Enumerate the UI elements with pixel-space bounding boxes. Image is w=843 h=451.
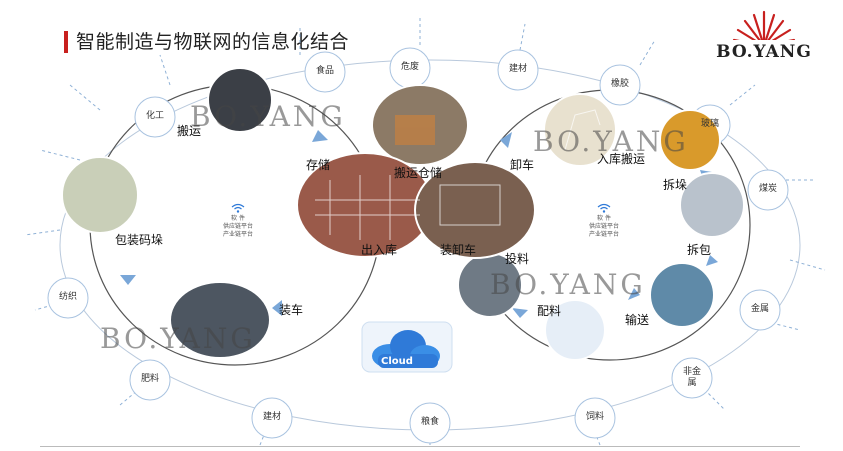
stage-label-batching: 配料 — [537, 304, 562, 318]
title-accent-bar — [64, 31, 68, 53]
stage-label-carry: 搬运 — [177, 124, 202, 138]
node-label-building-top: 建材 — [508, 64, 527, 74]
platform-right: 软 件 供应链平台 产业链平台 — [569, 203, 639, 239]
photo-robot-arm — [543, 93, 617, 167]
stage-label-stock-in-carry: 入库搬运 — [597, 152, 646, 166]
platform-left-line-1: 软 件 — [231, 215, 245, 222]
photo-convey — [649, 262, 715, 328]
page-title: 智能制造与物联网的信息化结合 — [76, 31, 350, 53]
stage-label-in-out: 出入库 — [361, 243, 398, 257]
node-label-hazardous: 危废 — [400, 62, 419, 72]
node-label-building-bottom: 建材 — [262, 412, 281, 422]
node-textile — [47, 277, 89, 319]
node-building-bottom — [251, 397, 293, 439]
node-label-metal: 金属 — [750, 304, 769, 314]
photo-circles — [61, 67, 745, 361]
stage-label-convey: 输送 — [625, 313, 650, 327]
photo-batching — [544, 299, 606, 361]
watermark-top: BO.YANG — [190, 100, 346, 133]
node-feed — [574, 397, 616, 439]
node-label-chemical: 化工 — [145, 111, 164, 121]
node-coal — [747, 169, 789, 211]
stage-label-unpack: 拆包 — [687, 243, 712, 257]
photo-palletize — [61, 156, 139, 234]
wifi-icon — [597, 203, 611, 213]
cloud-label: Cloud — [381, 356, 413, 367]
sunburst-logo-icon — [728, 10, 800, 48]
platform-left: 软 件 供应链平台 产业链平台 — [203, 203, 273, 239]
photo-loader — [414, 161, 536, 259]
node-metal — [739, 289, 781, 331]
bottom-divider — [40, 446, 800, 447]
node-label-rubber: 橡胶 — [610, 79, 629, 89]
node-nonmetal — [671, 357, 713, 399]
photo-destack — [659, 109, 721, 171]
node-building-top — [497, 49, 539, 91]
wifi-icon — [231, 203, 245, 213]
platform-right-line-2: 供应链平台 — [588, 223, 619, 230]
node-label-fertilizer: 肥料 — [140, 374, 159, 384]
node-rubber — [599, 64, 641, 106]
platform-right-line-1: 软 件 — [597, 215, 611, 222]
watermark-center: BO.YANG — [490, 268, 646, 301]
node-fertilizer — [129, 359, 171, 401]
node-label-nonmetal: 非金 属 — [682, 367, 701, 388]
node-label-feed: 饲料 — [585, 412, 604, 422]
stage-label-destack: 拆垛 — [663, 178, 688, 192]
platform-left-line-2: 供应链平台 — [222, 223, 253, 230]
photo-agv — [207, 67, 273, 133]
stage-label-feeding: 投料 — [505, 252, 530, 266]
watermark-right: BO.YANG — [533, 125, 689, 158]
stage-label-storage: 存储 — [306, 158, 331, 172]
logo-text: BO.YANG — [716, 42, 812, 62]
photo-details — [315, 109, 601, 240]
node-chemical — [134, 96, 176, 138]
photo-unpack — [679, 172, 745, 238]
node-label-grain: 粮食 — [420, 417, 439, 427]
stage-label-carry-storage: 搬运仓储 — [394, 166, 443, 180]
stage-label-unload: 卸车 — [510, 158, 535, 172]
platform-right-line-3: 产业链平台 — [588, 231, 619, 238]
node-label-coal: 煤炭 — [758, 184, 777, 194]
photo-truck-loading — [169, 281, 271, 359]
node-food — [304, 51, 346, 93]
watermark-bottom-left: BO.YANG — [100, 322, 256, 355]
stage-label-pack-stack: 包装码垛 — [115, 233, 164, 247]
node-label-glass: 玻璃 — [700, 119, 719, 129]
cloud-icon — [361, 321, 453, 373]
node-grain — [409, 402, 451, 444]
stage-label-load-unload: 装卸车 — [440, 243, 477, 257]
platform-left-line-3: 产业链平台 — [222, 231, 253, 238]
node-label-textile: 纺织 — [58, 292, 77, 302]
stage-label-loading: 装车 — [279, 303, 304, 317]
node-label-food: 食品 — [315, 66, 334, 76]
